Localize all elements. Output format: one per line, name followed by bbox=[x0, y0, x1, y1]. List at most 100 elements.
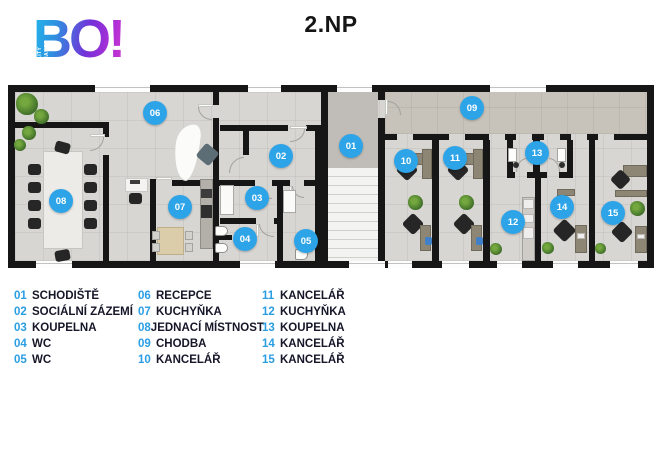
room-marker-04: 04 bbox=[233, 227, 257, 251]
chair bbox=[28, 182, 41, 193]
chair bbox=[28, 200, 41, 211]
legend-item-label: KOUPELNA bbox=[32, 322, 97, 334]
wall bbox=[560, 134, 571, 140]
room-marker-05: 05 bbox=[294, 229, 318, 253]
desk bbox=[575, 225, 587, 253]
wall bbox=[587, 134, 598, 140]
wall bbox=[172, 180, 213, 186]
room-marker-12: 12 bbox=[501, 210, 525, 234]
desk bbox=[635, 226, 647, 253]
wall bbox=[14, 122, 109, 128]
wall bbox=[532, 134, 544, 140]
toilet bbox=[215, 226, 228, 236]
trash-bin bbox=[476, 237, 483, 245]
legend-item-label: SCHODIŠTĚ bbox=[32, 290, 100, 302]
printer bbox=[637, 234, 645, 239]
legend-item: 12 KUCHYŇKA bbox=[262, 306, 386, 318]
wall bbox=[213, 235, 232, 240]
chair bbox=[28, 164, 41, 175]
window bbox=[610, 261, 638, 268]
plant-icon bbox=[542, 242, 554, 254]
window bbox=[36, 261, 72, 268]
window bbox=[240, 261, 275, 268]
plant-icon bbox=[490, 243, 502, 255]
wall bbox=[378, 118, 385, 261]
toilet bbox=[559, 162, 565, 168]
legend-item-number: 12 bbox=[262, 306, 275, 318]
wall bbox=[220, 218, 256, 224]
legend-item-label: JEDNACÍ MÍSTNOST bbox=[150, 322, 264, 334]
room-marker-15: 15 bbox=[601, 201, 625, 225]
sink bbox=[508, 148, 517, 162]
chair bbox=[84, 164, 97, 175]
corridor-floor bbox=[385, 92, 647, 134]
page-title: 2.NP bbox=[304, 11, 358, 37]
plant-icon bbox=[408, 195, 423, 210]
plant-icon bbox=[14, 139, 26, 151]
printer bbox=[577, 233, 585, 239]
appliance bbox=[201, 189, 212, 198]
chair bbox=[185, 231, 193, 240]
chair bbox=[84, 182, 97, 193]
window bbox=[553, 261, 578, 268]
chair bbox=[84, 200, 97, 211]
window bbox=[248, 85, 281, 92]
wall bbox=[432, 140, 439, 261]
legend-item-label: KANCELÁŘ bbox=[280, 338, 345, 350]
window bbox=[95, 85, 150, 92]
room-marker-01: 01 bbox=[339, 134, 363, 158]
plant-icon bbox=[34, 109, 49, 124]
desk bbox=[615, 190, 647, 197]
room-marker-02: 02 bbox=[269, 144, 293, 168]
desk bbox=[473, 149, 483, 179]
chair bbox=[129, 193, 142, 204]
wall bbox=[647, 85, 654, 268]
wall bbox=[535, 178, 541, 261]
wall bbox=[103, 155, 109, 268]
window bbox=[490, 85, 546, 92]
wall bbox=[8, 261, 654, 268]
door-leaf bbox=[90, 134, 105, 137]
wall bbox=[483, 140, 490, 261]
legend-item-label: WC bbox=[32, 338, 52, 350]
wall bbox=[465, 134, 489, 140]
legend-item-number: 07 bbox=[138, 306, 151, 318]
legend-item-number: 14 bbox=[262, 338, 275, 350]
sink bbox=[557, 148, 566, 162]
legend-item-number: 09 bbox=[138, 338, 151, 350]
window bbox=[349, 261, 385, 268]
chair bbox=[185, 243, 193, 252]
wall bbox=[8, 85, 15, 268]
wall bbox=[213, 118, 219, 268]
legend-item-label: KUCHYŇKA bbox=[280, 306, 346, 318]
legend-item-number: 04 bbox=[14, 338, 27, 350]
wall bbox=[243, 131, 249, 155]
room-marker-03: 03 bbox=[245, 186, 269, 210]
wall bbox=[378, 92, 385, 100]
wall bbox=[527, 172, 547, 178]
stairs bbox=[328, 168, 378, 261]
room-marker-06: 06 bbox=[143, 101, 167, 125]
wall bbox=[589, 140, 595, 261]
legend-item-number: 15 bbox=[262, 354, 275, 366]
room-marker-11: 11 bbox=[443, 146, 467, 170]
desk bbox=[422, 149, 432, 179]
wall bbox=[559, 172, 573, 178]
wall bbox=[213, 92, 219, 105]
wall bbox=[505, 134, 516, 140]
wall bbox=[315, 125, 322, 268]
monitor bbox=[130, 180, 140, 184]
legend-item-label: WC bbox=[32, 354, 52, 366]
legend-item-number: 11 bbox=[262, 290, 275, 302]
room-marker-07: 07 bbox=[168, 195, 192, 219]
wall bbox=[220, 125, 288, 131]
wall bbox=[274, 218, 277, 224]
